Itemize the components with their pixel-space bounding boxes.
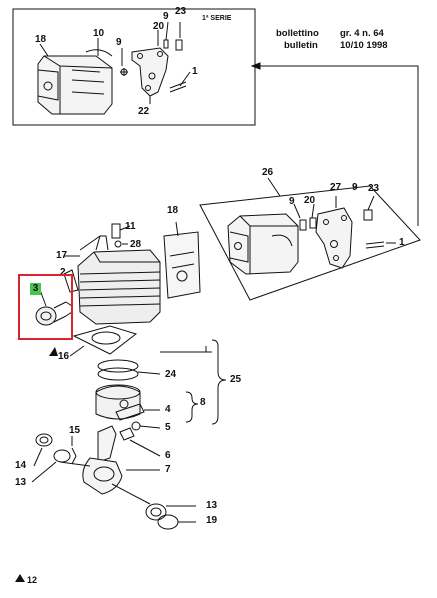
bulletin-date: 10/10 1998 (340, 40, 388, 51)
callout-6: 6 (165, 450, 171, 461)
callout-11: 11 (125, 221, 136, 232)
bolt-11 (111, 223, 121, 239)
connector-arrow (255, 65, 419, 226)
callout-3-highlighted: 3 (30, 283, 41, 295)
cylinder (63, 235, 161, 325)
callout-27: 27 (330, 182, 342, 193)
bulletin-label-it: bollettino (276, 28, 319, 39)
callout-9-right: 9 (289, 196, 295, 207)
callout-24: 24 (165, 369, 177, 380)
bulletin-group-number: gr. 4 n. 64 (340, 28, 384, 39)
callout-26: 26 (262, 167, 274, 178)
callout-13-left: 13 (15, 477, 27, 488)
triangle-12 (15, 574, 25, 582)
piston (95, 384, 141, 420)
callout-1-right: 1 (399, 237, 405, 248)
bracket-8 (185, 391, 199, 423)
bearing-6 (119, 427, 135, 441)
muffler-first-series (37, 49, 113, 115)
callout-2: 2 (60, 267, 66, 278)
callout-5: 5 (165, 422, 171, 433)
callout-28: 28 (130, 239, 142, 250)
highlight-box (18, 274, 73, 340)
piston-rings-24 (97, 359, 161, 381)
callout-7: 7 (165, 464, 171, 475)
crankshaft-7 (59, 425, 151, 505)
callout-25: 25 (230, 374, 242, 385)
callout-16: 16 (58, 351, 70, 362)
muffler-bracket-second-series (315, 207, 353, 269)
seal-13-left (53, 449, 71, 463)
washer-28 (114, 240, 122, 248)
muffler-bracket-first-series (131, 47, 169, 97)
callout-15: 15 (69, 425, 81, 436)
callout-13-right: 13 (206, 500, 218, 511)
callout-20-top: 20 (153, 21, 165, 32)
piston-pin-4 (115, 403, 145, 421)
footer-reference: 12 (27, 575, 38, 585)
callout-19: 19 (206, 515, 218, 526)
callout-18-top: 18 (35, 34, 47, 45)
bearing-14 (35, 433, 53, 447)
seal-19 (157, 514, 179, 530)
key-15 (71, 447, 77, 465)
circlip-5 (131, 421, 141, 431)
series-label: 1ª SERIE (202, 15, 232, 22)
base-gasket-16 (72, 325, 138, 355)
callout-4: 4 (165, 404, 171, 415)
bearing-13-right (145, 503, 167, 521)
gasket-18 (163, 221, 201, 299)
callout-9-top: 9 (116, 37, 122, 48)
callout-10: 10 (93, 28, 105, 39)
muffler-second-series (227, 213, 299, 275)
callout-1-top: 1 (192, 66, 198, 77)
bulletin-label-en: bulletin (284, 40, 318, 51)
callout-9b-top: 9 (163, 11, 169, 22)
triangle-16 (49, 347, 58, 356)
callout-22: 22 (138, 106, 150, 117)
callout-23-right: 23 (368, 183, 380, 194)
callout-17: 17 (56, 250, 68, 261)
callout-14: 14 (15, 460, 27, 471)
callout-20-right: 20 (304, 195, 316, 206)
second-series-box (199, 185, 421, 301)
callout-23-top: 23 (175, 6, 187, 17)
callout-9b-right: 9 (352, 182, 358, 193)
bracket-25 (160, 339, 227, 425)
decompression-valve-3 (35, 289, 73, 326)
callout-18-mid: 18 (167, 205, 179, 216)
callout-8: 8 (200, 397, 206, 408)
